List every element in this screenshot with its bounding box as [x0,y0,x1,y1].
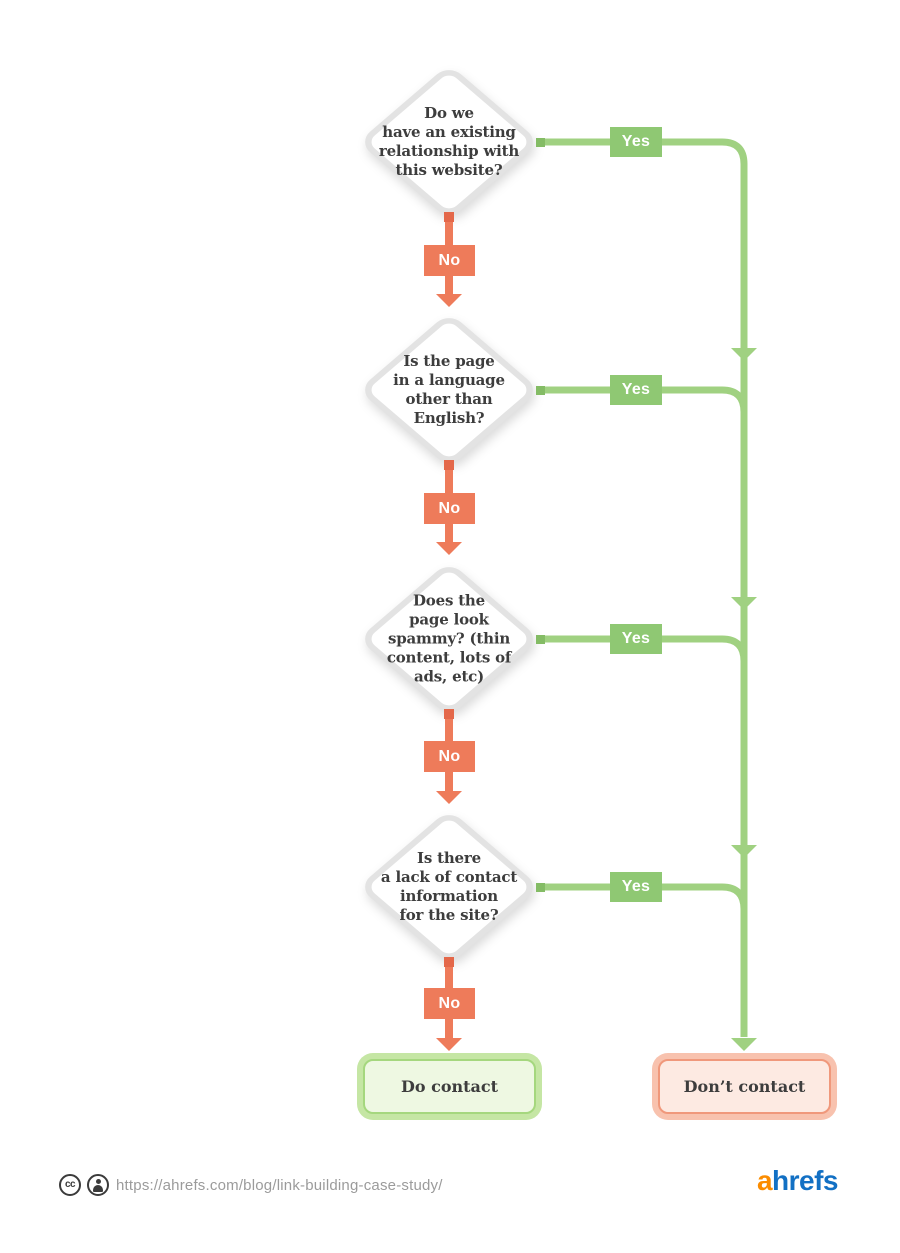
no-cap-2 [444,460,454,470]
question-text-2: Is the page in a language other than Eng… [393,352,505,427]
yes-label-2: Yes [610,375,662,405]
no-line-caps [444,212,454,967]
yes-connector-lines [540,138,748,1037]
yes-arrowheads [731,348,757,1051]
ahrefs-logo: ahrefs [756,1165,839,1196]
no-arrowhead-2 [436,542,462,555]
trunk-arrowhead-1 [731,348,757,361]
do-contact-label: Do contact [400,1077,499,1096]
do-contact-box: Do contact [363,1059,536,1114]
yes-line-4 [540,883,748,910]
yes-cap-2 [536,386,545,395]
ahrefs-logo-a: a [756,1165,773,1196]
yes-cap-3 [536,635,545,644]
no-arrowhead-3 [436,791,462,804]
trunk-arrowhead-3 [731,845,757,858]
ahrefs-logo-hrefs: hrefs [772,1165,838,1196]
trunk-arrowhead-final [731,1038,757,1051]
no-arrowhead-1 [436,294,462,307]
person-head [95,1178,101,1184]
question-text-1: Do we have an existing relationship with… [378,104,520,179]
yes-line-2 [540,386,748,413]
yes-line-3 [540,635,748,662]
yes-label-4: Yes [610,872,662,902]
yes-line-caps [536,138,545,892]
question-text-4: Is there a lack of contact information f… [380,849,518,924]
question-text-3: Does the page look spammy? (thin content… [386,591,512,686]
creative-commons-icon: cc [59,1174,81,1196]
yes-line-1-trunk [540,138,748,1037]
no-cap-1 [444,212,454,222]
cc-icon-text: cc [64,1179,76,1190]
no-cap-4 [444,957,454,967]
no-arrowhead-final [436,1038,462,1051]
yes-label-3: Yes [610,624,662,654]
person-body [93,1184,103,1192]
no-label-3: No [424,741,475,772]
dont-contact-box: Don’t contact [658,1059,831,1114]
no-label-2: No [424,493,475,524]
no-arrowheads [436,294,462,1051]
source-url: https://ahrefs.com/blog/link-building-ca… [116,1177,443,1194]
attribution-person-icon [87,1174,109,1196]
dont-contact-label: Don’t contact [683,1077,806,1096]
trunk-arrowhead-2 [731,597,757,610]
no-label-4: No [424,988,475,1019]
no-label-1: No [424,245,475,276]
yes-label-1: Yes [610,127,662,157]
yes-cap-4 [536,883,545,892]
yes-cap-1 [536,138,545,147]
no-cap-3 [444,709,454,719]
